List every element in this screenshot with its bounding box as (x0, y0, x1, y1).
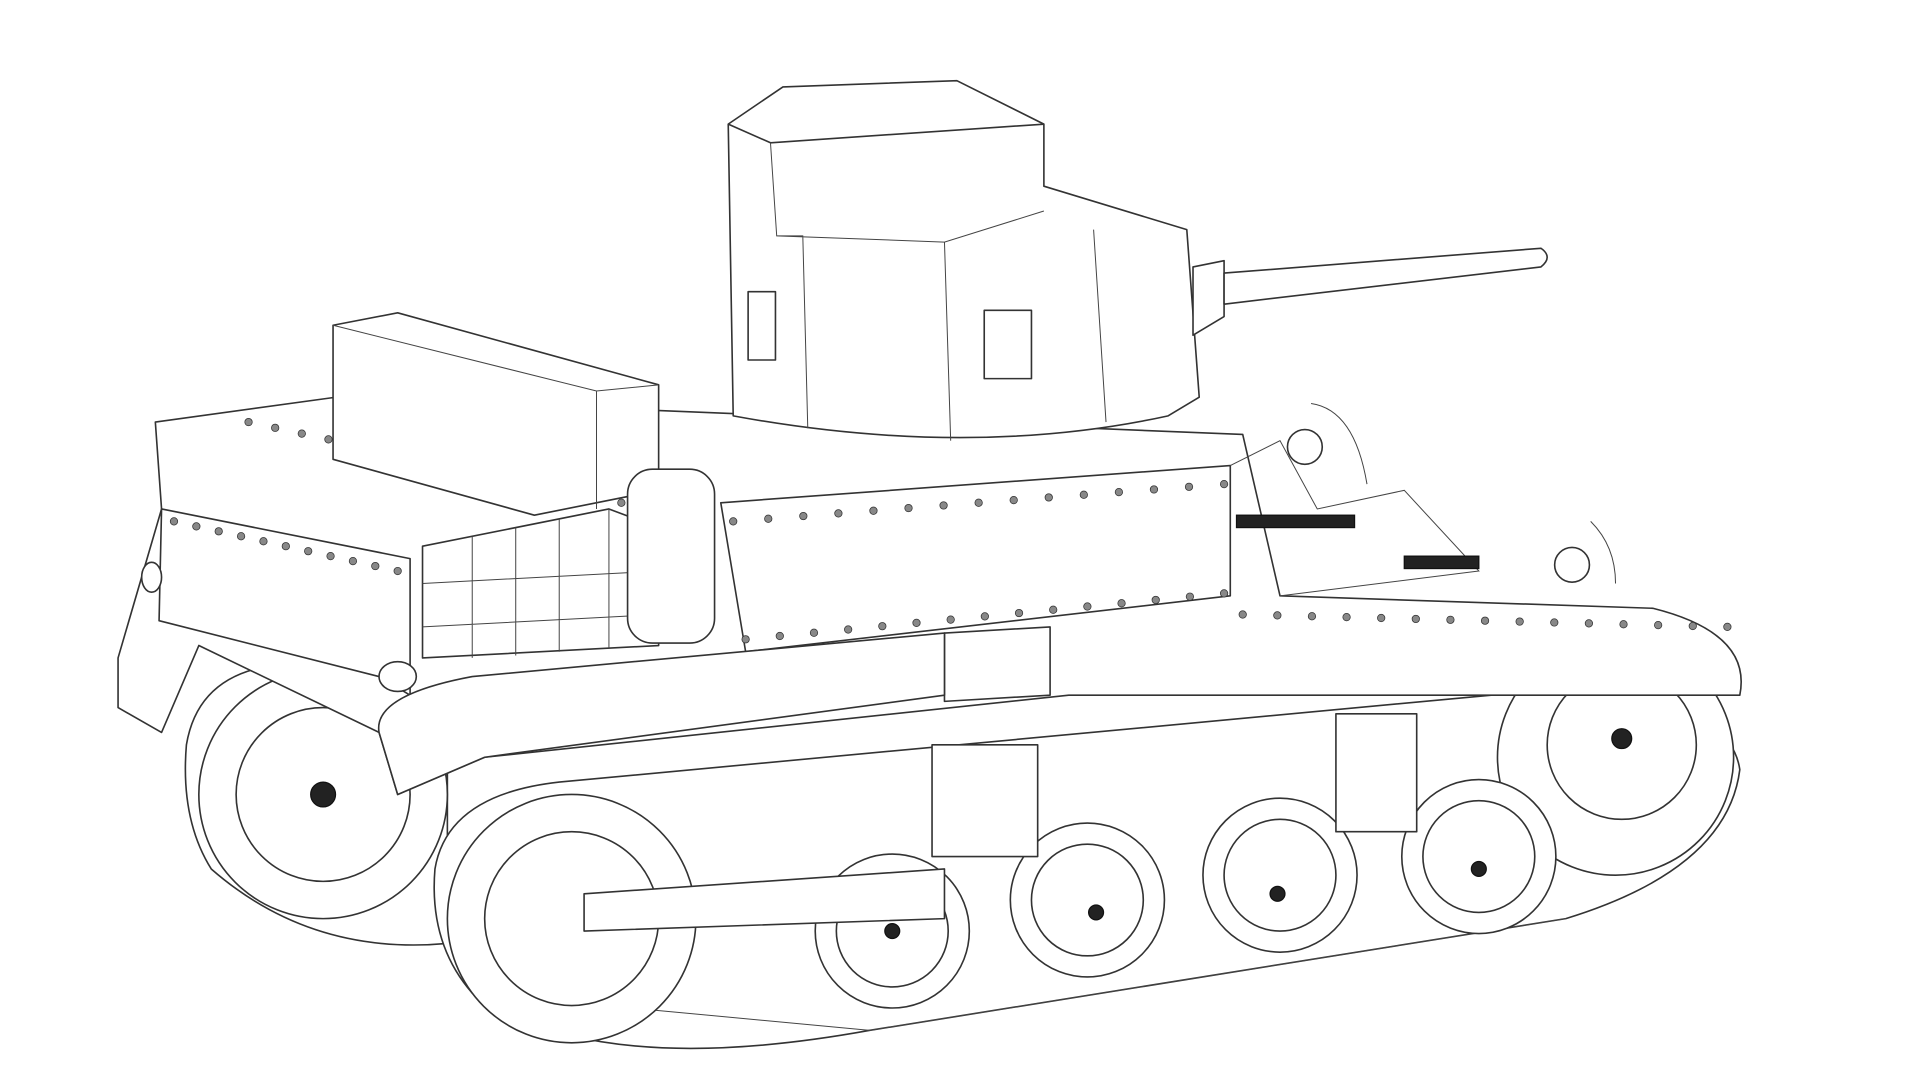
rivet (371, 561, 380, 571)
rivet (1117, 599, 1126, 608)
rivet (1219, 480, 1229, 489)
rivet (1151, 595, 1160, 605)
rivet (259, 537, 268, 546)
rivet (1014, 608, 1024, 618)
rivet (980, 612, 989, 621)
rivet (1114, 488, 1123, 497)
main-gun (1192, 247, 1548, 336)
tail-lights (140, 561, 418, 693)
rivet (764, 514, 773, 523)
rivet (1185, 592, 1195, 601)
road-wheel-3 (1202, 797, 1358, 953)
rivet (1009, 496, 1018, 505)
rivet (1480, 616, 1490, 625)
rivet (869, 506, 878, 515)
rivet (946, 615, 955, 624)
rivet (1619, 620, 1628, 629)
rivet (1307, 612, 1317, 621)
rivet (1654, 621, 1663, 630)
rivet (904, 503, 913, 513)
turret (727, 79, 1201, 441)
rivet (393, 566, 402, 576)
rivet (1584, 619, 1594, 628)
suspension-bogies (583, 712, 1418, 932)
rivet (244, 417, 253, 427)
idler-wheel (1496, 638, 1735, 876)
rivet (1723, 622, 1732, 631)
headlights (1286, 402, 1617, 584)
rivet (214, 527, 223, 536)
rivet (304, 547, 313, 556)
rivet (1377, 613, 1386, 623)
rivet (1079, 490, 1088, 499)
rivet (1049, 605, 1058, 614)
rivet (912, 618, 921, 628)
rivet (1515, 617, 1524, 626)
rivet (1184, 482, 1194, 491)
rivet (974, 498, 983, 507)
rivet (939, 501, 948, 510)
rivet (1083, 602, 1092, 611)
rivet (348, 557, 358, 566)
rivet (297, 429, 306, 438)
rivet (324, 435, 333, 444)
rivet (775, 631, 784, 641)
rivet (617, 498, 626, 507)
rivet (281, 542, 290, 551)
rivet (809, 628, 819, 637)
rivet (834, 509, 843, 518)
rivet (799, 511, 808, 521)
road-wheel-4 (1400, 778, 1557, 935)
rivet (1550, 618, 1559, 627)
rivet (1238, 610, 1247, 619)
rivet (236, 532, 246, 541)
machine-guns (1235, 514, 1480, 570)
rivet (878, 622, 887, 631)
rivet (844, 625, 853, 634)
rivet (1446, 615, 1455, 624)
rivet (326, 552, 335, 561)
rivet (1688, 621, 1697, 631)
rivet (192, 522, 201, 531)
rivet (1342, 613, 1351, 622)
rivet (1411, 614, 1420, 624)
rivet (1149, 485, 1159, 494)
fuel-drum (626, 468, 716, 644)
rivet (1044, 493, 1053, 502)
rivet (169, 517, 179, 526)
rivet (741, 635, 750, 644)
rivet (271, 423, 280, 432)
road-wheel-2 (1009, 822, 1166, 978)
rivet (729, 517, 738, 526)
rivet (1273, 611, 1282, 620)
rivet (1219, 589, 1229, 598)
